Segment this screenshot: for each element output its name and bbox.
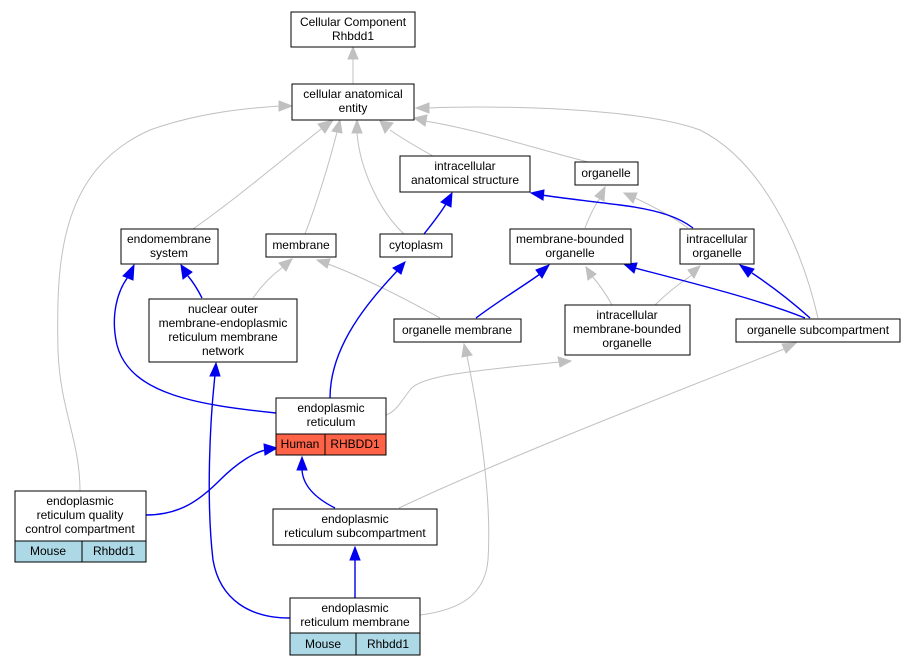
node-label-line: reticulum membrane bbox=[168, 330, 278, 344]
node-label-line: membrane-endoplasmic bbox=[159, 316, 288, 330]
node-label-line: reticulum quality bbox=[37, 508, 124, 522]
node-label-line: organelle bbox=[545, 246, 595, 260]
annotation-human-gene-cell: RHBDD1 bbox=[324, 433, 387, 456]
node-label-line: membrane-bounded bbox=[516, 232, 624, 246]
node-label-line: endoplasmic bbox=[297, 401, 364, 415]
node-endoplasmic-reticulum[interactable]: endoplasmic reticulum bbox=[275, 397, 387, 435]
node-organelle-subcompartment[interactable]: organelle subcompartment bbox=[735, 318, 901, 343]
edge-nom-to-endomembrane bbox=[180, 263, 203, 299]
node-label-line: endoplasmic bbox=[46, 494, 113, 508]
node-cellular-anatomical-entity[interactable]: cellular anatomical entity bbox=[291, 83, 415, 121]
node-membrane[interactable]: membrane bbox=[265, 233, 337, 258]
node-label-line: cytoplasm bbox=[389, 238, 443, 252]
node-label-line: Rhbdd1 bbox=[332, 29, 374, 43]
node-intracellular-membrane-bounded-organelle[interactable]: intracellular membrane-bounded organelle bbox=[564, 304, 691, 356]
node-label-line: nuclear outer bbox=[188, 302, 258, 316]
node-label-line: organelle bbox=[692, 246, 742, 260]
node-cytoplasm[interactable]: cytoplasm bbox=[379, 233, 453, 258]
annotation-mouse-species-cell: Mouse bbox=[14, 540, 83, 563]
gene-label: Rhbdd1 bbox=[93, 544, 135, 558]
node-endomembrane-system[interactable]: endomembrane system bbox=[120, 228, 219, 265]
node-intracellular-anatomical-structure[interactable]: intracellular anatomical structure bbox=[399, 155, 531, 193]
edge-mbo-to-organelle bbox=[584, 185, 606, 229]
node-label-line: entity bbox=[339, 101, 368, 115]
edge-erqc-to-cae bbox=[57, 100, 294, 492]
node-er-subcompartment[interactable]: endoplasmic reticulum subcompartment bbox=[272, 508, 438, 546]
node-label-line: reticulum bbox=[307, 415, 356, 429]
edge-subcomp-to-mbo bbox=[622, 262, 806, 319]
node-label-line: organelle bbox=[602, 336, 652, 350]
edge-io-to-ias bbox=[529, 189, 694, 229]
node-label-line: Cellular Component bbox=[300, 15, 407, 29]
annotation-human-species-cell: Human bbox=[275, 433, 326, 456]
node-er-quality-control-compartment[interactable]: endoplasmic reticulum quality control co… bbox=[14, 490, 147, 542]
edge-er-to-endomembrane bbox=[113, 263, 277, 414]
node-label-line: organelle subcompartment bbox=[747, 323, 890, 337]
edge-cytoplasm-to-cae bbox=[351, 118, 405, 235]
node-organelle[interactable]: organelle bbox=[574, 161, 639, 186]
node-label-line: system bbox=[150, 246, 188, 260]
node-er-membrane[interactable]: endoplasmic reticulum membrane bbox=[289, 597, 421, 634]
node-label-line: reticulum membrane bbox=[300, 615, 410, 629]
node-organelle-membrane[interactable]: organelle membrane bbox=[393, 318, 522, 343]
edge-erm-to-ers bbox=[349, 545, 361, 598]
edge-subcomp-to-cae bbox=[414, 102, 819, 319]
edge-cytoplasm-to-ias bbox=[423, 191, 453, 235]
edge-ers-to-subcomp bbox=[398, 342, 798, 509]
annotation-mouse-species-cell: Mouse bbox=[289, 632, 357, 656]
node-label-line: control compartment bbox=[25, 522, 135, 536]
edge-erm-to-om bbox=[419, 342, 490, 616]
edge-erm-to-nom bbox=[208, 361, 291, 619]
node-label-line: endoplasmic bbox=[321, 601, 388, 615]
node-membrane-bounded-organelle[interactable]: membrane-bounded organelle bbox=[509, 228, 632, 265]
edge-membrane-to-cae bbox=[304, 118, 343, 235]
gene-label: RHBDD1 bbox=[330, 437, 380, 451]
node-label-line: network bbox=[202, 344, 245, 358]
node-label-line: intracellular bbox=[596, 308, 657, 322]
edge-ias-to-cae bbox=[379, 120, 434, 157]
edge-erqc-to-er bbox=[145, 443, 279, 516]
node-label-line: intracellular bbox=[434, 159, 495, 173]
edge-organelle-to-cae bbox=[412, 114, 589, 163]
gene-label: Rhbdd1 bbox=[367, 637, 409, 651]
node-label-line: anatomical structure bbox=[411, 173, 519, 187]
is-a-edges bbox=[57, 45, 819, 616]
annotation-mouse-gene-cell: Rhbdd1 bbox=[81, 540, 147, 563]
edge-nom-to-membrane bbox=[252, 258, 293, 299]
edge-imbo-to-mbo bbox=[585, 265, 613, 306]
edge-er-to-cytoplasm bbox=[329, 261, 406, 399]
edge-imbo-to-io bbox=[654, 265, 701, 306]
node-label-line: reticulum subcompartment bbox=[284, 526, 426, 540]
edge-endomembrane-to-cae bbox=[192, 119, 335, 230]
edge-om-to-membrane bbox=[315, 258, 441, 319]
edge-cae-to-root bbox=[347, 45, 359, 84]
species-label: Mouse bbox=[30, 544, 66, 558]
edge-io-to-organelle bbox=[622, 192, 689, 229]
node-label-line: intracellular bbox=[686, 232, 747, 246]
edge-om-to-mbo bbox=[475, 264, 551, 319]
part-of-edges bbox=[113, 189, 811, 619]
edge-ers-to-er bbox=[296, 455, 336, 509]
edge-er-to-imbo bbox=[385, 356, 573, 416]
node-label-line: membrane bbox=[272, 238, 330, 252]
species-label: Mouse bbox=[305, 637, 341, 651]
node-label-line: organelle bbox=[581, 166, 631, 180]
annotation-mouse-gene-cell: Rhbdd1 bbox=[355, 632, 421, 656]
species-label: Human bbox=[281, 437, 320, 451]
node-label-line: endomembrane bbox=[127, 232, 211, 246]
node-cellular-component-root[interactable]: Cellular Component Rhbdd1 bbox=[290, 11, 416, 48]
node-nuclear-outer-membrane-er-network[interactable]: nuclear outer membrane-endoplasmic retic… bbox=[148, 298, 298, 363]
node-label-line: membrane-bounded bbox=[573, 322, 681, 336]
node-label-line: endoplasmic bbox=[321, 512, 388, 526]
node-label-line: cellular anatomical bbox=[303, 87, 402, 101]
edge-subcomp-to-io bbox=[738, 264, 811, 319]
node-intracellular-organelle[interactable]: intracellular organelle bbox=[679, 228, 755, 265]
node-label-line: organelle membrane bbox=[402, 323, 512, 337]
